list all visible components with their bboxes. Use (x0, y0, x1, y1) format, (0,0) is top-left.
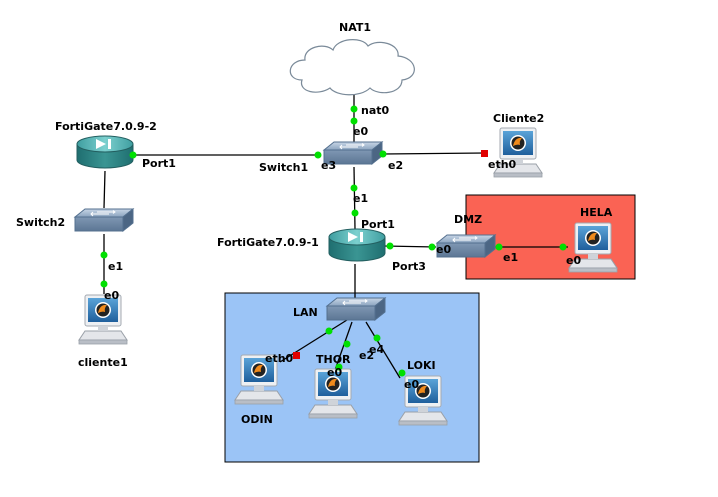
links (103, 95, 568, 379)
port-label-fg1-port1: Port1 (361, 218, 395, 231)
port-label-thor-e0: e0 (327, 366, 342, 379)
port-dot-c1-e0 (100, 280, 108, 288)
port-dot-sw2-e1 (100, 251, 108, 259)
link-fortigate2-switch2[interactable] (103, 170, 106, 209)
port-dot-hela-e0 (559, 243, 567, 251)
port-label-dmz-e1: e1 (503, 251, 518, 264)
switch-icon (326, 297, 386, 321)
cliente2-label: Cliente2 (493, 112, 544, 125)
firewall-router-icon (328, 228, 386, 262)
fortigate2-label: FortiGate7.0.9-2 (55, 120, 157, 133)
port-dot-dmz-e0 (428, 243, 436, 251)
switch2-node[interactable] (74, 208, 134, 232)
switch-lan-node[interactable] (326, 297, 386, 321)
port-dot-thor-e0 (335, 363, 343, 371)
port-label-odin-eth0: eth0 (265, 352, 294, 365)
link-switchlan-odin[interactable] (279, 319, 348, 363)
port-dot-fg2-port1 (129, 151, 137, 159)
fortigate2-node[interactable] (76, 135, 134, 169)
port-label-lan-e4: e4 (369, 343, 384, 356)
port-labels: nat0 e0 Port1 e3 e2 eth0 e1 Port1 Port3 … (104, 104, 581, 391)
port-label-c1-e0: e0 (104, 289, 119, 302)
port-dot-lan-e2 (343, 340, 351, 348)
cloud-icon (289, 39, 415, 96)
switch2-label: Switch2 (16, 216, 65, 229)
port-dot-dmz-e1 (495, 243, 503, 251)
fortigate1-label: FortiGate7.0.9-1 (217, 236, 319, 249)
port-dot-sw1-e1 (350, 184, 358, 192)
port-dot-lan-e4 (373, 334, 381, 342)
port-label-dmz-e0: e0 (436, 243, 451, 256)
port-dot-sw1-e2 (379, 150, 387, 158)
port-label-c2-eth0: eth0 (488, 158, 517, 171)
lan-label: LAN (293, 306, 318, 319)
port-label-sw1-e1: e1 (353, 192, 368, 205)
link-switch1-fortigate1[interactable] (353, 166, 356, 230)
port-label-sw1-e3: e3 (321, 159, 336, 172)
port-label-hela-e0: e0 (566, 254, 581, 267)
port-dot-c2-eth0 (481, 150, 488, 157)
loki-label: LOKI (407, 359, 436, 372)
port-indicators (100, 105, 567, 377)
link-switch1-cliente2[interactable] (382, 152, 486, 155)
cliente1-node[interactable] (78, 294, 128, 345)
cliente1-label: cliente1 (78, 356, 128, 369)
port-dot-lan-e1 (325, 327, 333, 335)
link-switchlan-loki[interactable] (365, 321, 401, 379)
thor-label: THOR (316, 353, 351, 366)
computer-icon (78, 294, 128, 345)
port-label-sw1-e2: e2 (388, 159, 403, 172)
port-label-sw1-e0: e0 (353, 125, 368, 138)
port-label-lan-e2: e2 (359, 349, 374, 362)
port-dot-fg1-port1 (351, 209, 359, 217)
port-dot-nat0 (350, 105, 358, 113)
port-dot-sw1-e3 (314, 151, 322, 159)
nat1-label: NAT1 (339, 21, 371, 34)
port-dot-loki-e0 (398, 369, 406, 377)
port-dot-fg1-port3 (386, 242, 394, 250)
fortigate1-node[interactable] (328, 228, 386, 262)
link-switchlan-thor[interactable] (334, 321, 353, 371)
switch-icon (74, 208, 134, 232)
port-label-nat0: nat0 (361, 104, 390, 117)
port-label-fg2-port1: Port1 (142, 157, 176, 170)
odin-label: ODIN (241, 413, 273, 426)
port-dot-odin-eth0 (293, 352, 300, 359)
port-label-sw2-e1: e1 (108, 260, 123, 273)
switch1-label: Switch1 (259, 161, 308, 174)
port-label-fg1-port3: Port3 (392, 260, 426, 273)
nat1-node[interactable]: NAT1 (289, 21, 415, 96)
hela-label: HELA (580, 206, 613, 219)
dmz-label: DMZ (454, 213, 482, 226)
port-label-loki-e0: e0 (404, 378, 419, 391)
firewall-router-icon (76, 135, 134, 169)
port-dot-sw1-e0 (350, 117, 358, 125)
